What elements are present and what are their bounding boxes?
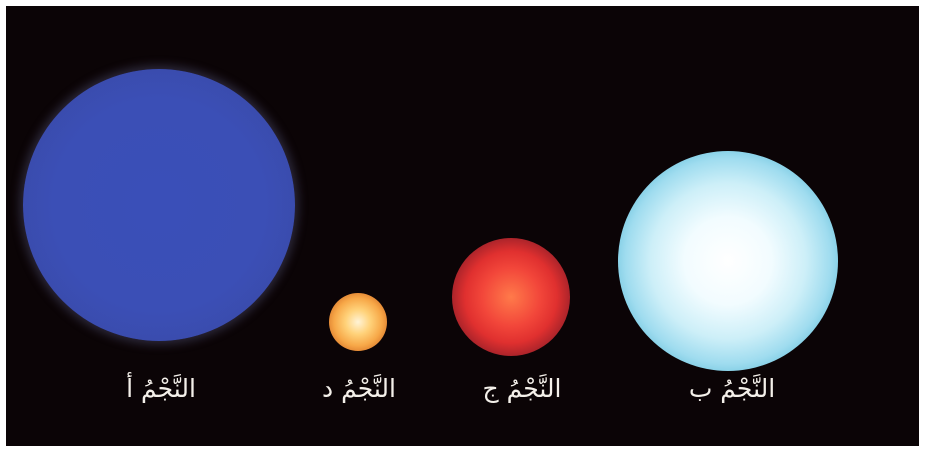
star-d (329, 293, 387, 351)
star-comparison-diagram: النَّجْمُ أ النَّجْمُ د النَّجْمُ ج النَ… (6, 6, 919, 446)
star-a (23, 69, 295, 341)
star-b (618, 151, 838, 371)
star-c-label: النَّجْمُ ج (482, 374, 562, 403)
star-c (452, 238, 570, 356)
star-b-label: النَّجْمُ ب (688, 374, 776, 403)
star-d-label: النَّجْمُ د (322, 374, 396, 403)
star-a-label: النَّجْمُ أ (126, 374, 196, 403)
